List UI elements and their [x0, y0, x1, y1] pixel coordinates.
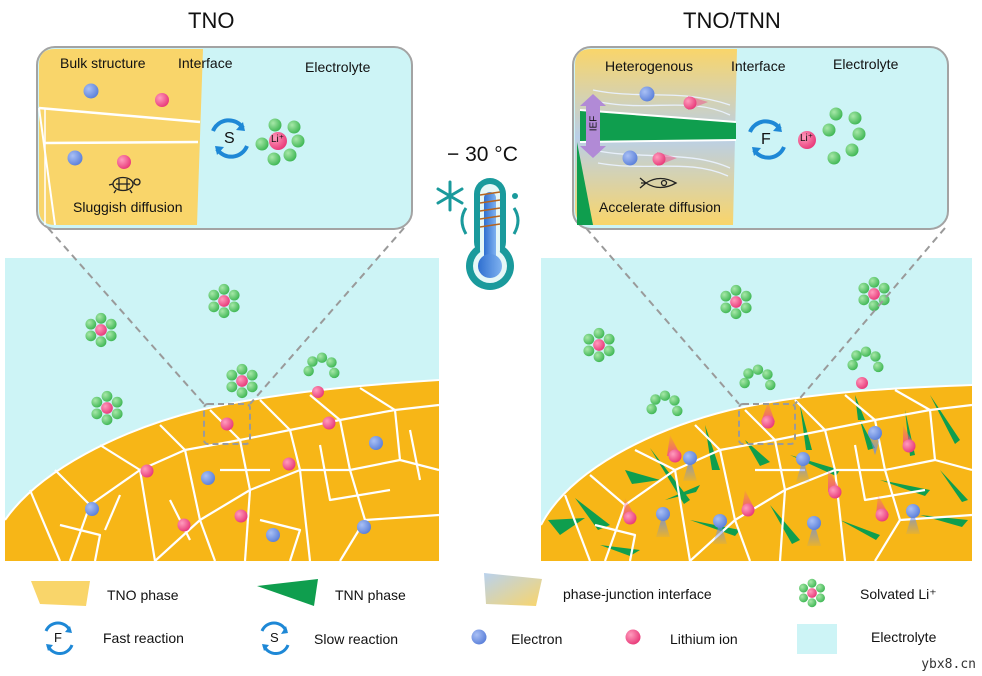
watermark: ybx8.cn	[921, 657, 976, 672]
lithium-ion-marker	[282, 457, 296, 471]
legend-lithium-label: Lithium ion	[670, 631, 738, 647]
legend-electrolyte-label: Electrolyte	[871, 629, 937, 645]
ion-transport-markers	[623, 402, 920, 546]
electron-marker	[201, 471, 215, 485]
legend-fast-swatch	[44, 621, 74, 656]
electron-marker	[369, 436, 383, 450]
left-interface-label: Interface	[178, 55, 233, 71]
legend-fast-label: Fast reaction	[103, 630, 184, 646]
lithium-ion-marker	[155, 93, 169, 107]
legend-slow-symbol: S	[270, 630, 279, 645]
right-reaction-symbol: F	[761, 131, 771, 148]
legend-tnn-swatch	[257, 579, 318, 606]
zoom-box-left	[203, 403, 251, 445]
left-ion-label: Li⁺	[271, 134, 285, 145]
zoom-line	[585, 227, 740, 405]
ief-label: IEF	[588, 115, 600, 132]
snowflake-icon	[436, 180, 464, 212]
ief-arrow-icon	[580, 94, 606, 158]
legend-electron-swatch	[471, 629, 487, 645]
legend-slow-label: Slow reaction	[314, 631, 399, 647]
electron-marker	[85, 502, 99, 516]
zoom-line	[794, 227, 946, 405]
lithium-ion-marker	[220, 417, 234, 431]
lithium-ion-marker	[312, 386, 324, 398]
lithium-ion-marker	[652, 152, 666, 166]
left-panel	[5, 227, 439, 561]
lithium-ion-marker	[269, 132, 287, 150]
legend-tnn-label: TNN phase	[335, 587, 406, 603]
electron-marker	[357, 520, 371, 534]
thermometer-icon	[460, 178, 520, 290]
right-panel	[541, 227, 972, 561]
temperature-label: − 30 °C	[447, 143, 518, 166]
legend-slow-swatch	[260, 621, 290, 656]
lithium-ion-marker	[140, 464, 154, 478]
lithium-ion-marker	[683, 96, 697, 110]
lithium-ion-marker	[177, 518, 191, 532]
lithium-ion-marker	[798, 131, 816, 149]
electron-marker	[266, 528, 280, 542]
right-interface-label: Interface	[731, 58, 786, 74]
right-ion-label: Li⁺	[800, 133, 814, 144]
zoom-box-right	[738, 403, 796, 445]
fast-reaction-icon	[748, 119, 786, 160]
legend-tno-label: TNO phase	[107, 587, 179, 603]
legend-solvated-label: Solvated Li⁺	[860, 586, 937, 602]
legend-lithium-swatch	[625, 629, 641, 645]
right-inset	[572, 46, 949, 230]
left-electrolyte-label: Electrolyte	[305, 59, 371, 75]
legend-electrolyte-swatch	[797, 624, 837, 654]
lithium-ion-marker	[322, 416, 336, 430]
legend	[31, 573, 837, 656]
right-electrolyte-label: Electrolyte	[833, 56, 899, 72]
left-bulk-label: Bulk structure	[60, 55, 146, 71]
left-inset	[36, 46, 413, 230]
right-particle	[541, 384, 972, 561]
electron-marker	[83, 83, 99, 99]
left-title: TNO	[188, 8, 235, 33]
slow-reaction-icon	[211, 118, 249, 159]
electron-marker	[67, 150, 83, 166]
legend-junction-swatch	[484, 573, 542, 606]
electron-marker	[639, 86, 655, 102]
right-caption: Accelerate diffusion	[599, 199, 721, 215]
lithium-ion-marker	[856, 377, 868, 389]
electron-marker	[622, 150, 638, 166]
zoom-line	[47, 227, 205, 405]
left-reaction-symbol: S	[224, 130, 235, 147]
lithium-ion-marker	[117, 155, 131, 169]
right-title: TNO/TNN	[683, 8, 781, 33]
turtle-icon	[108, 176, 141, 194]
legend-solvated-swatch	[799, 578, 825, 608]
legend-fast-symbol: F	[54, 630, 62, 645]
legend-electron-label: Electron	[511, 631, 563, 647]
lithium-ion-marker	[234, 509, 248, 523]
legend-junction-label: phase-junction interface	[563, 586, 712, 602]
rocket-icon	[639, 177, 678, 189]
right-bulk-label: Heterogenous	[605, 58, 693, 74]
legend-tno-swatch	[31, 581, 90, 606]
zoom-line	[249, 227, 405, 405]
left-caption: Sluggish diffusion	[73, 199, 183, 215]
